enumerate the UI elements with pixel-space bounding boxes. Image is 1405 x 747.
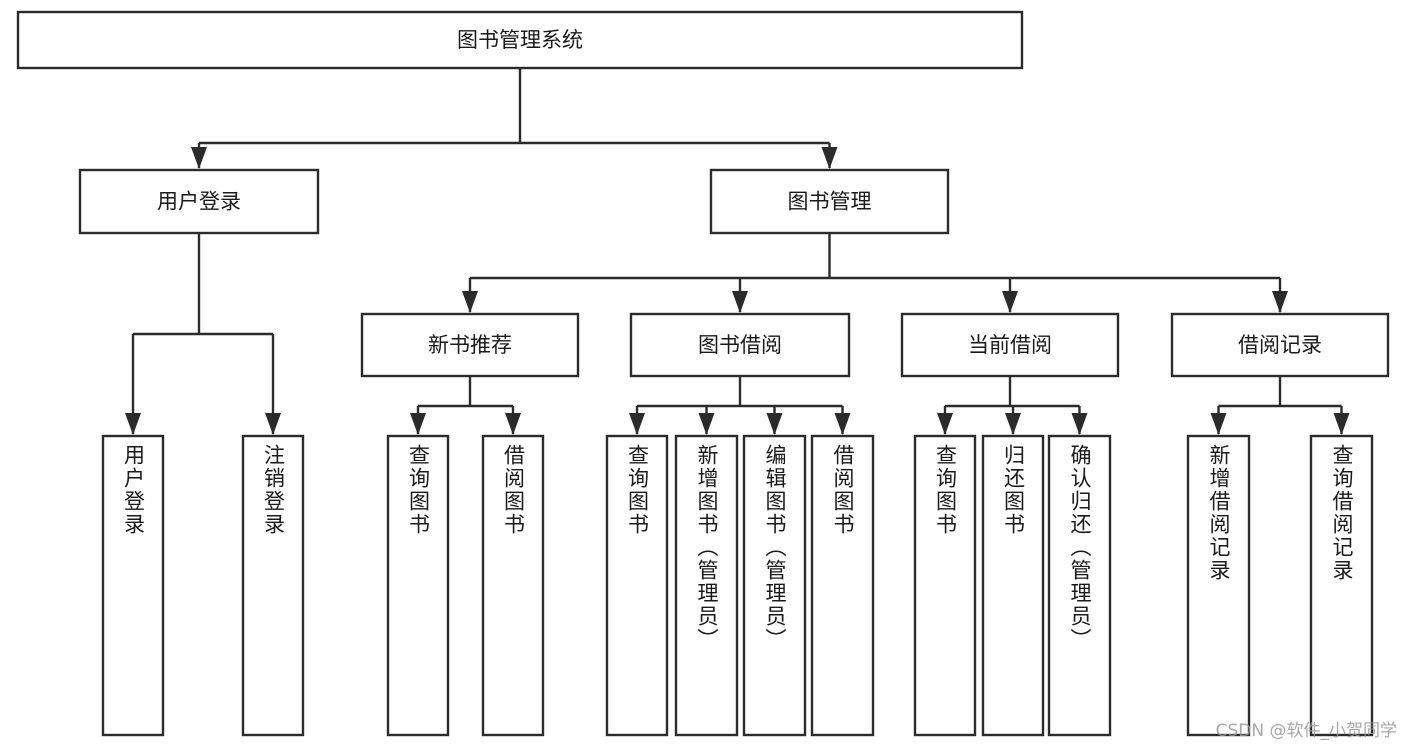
node-box-leaf-11[interactable]: [1186, 434, 1251, 737]
node-box-level3-2[interactable]: [900, 312, 1120, 378]
node-box-level3-1[interactable]: [629, 312, 851, 378]
node-box-leaf-2[interactable]: [386, 434, 450, 737]
node-box-leaf-0[interactable]: [101, 434, 165, 737]
node-boxes: [16, 10, 1390, 737]
node-box-leaf-8[interactable]: [913, 434, 977, 737]
node-label-level2-1: 图书管理: [788, 190, 872, 214]
node-label-level3-0: 新书推荐: [428, 333, 512, 357]
node-box-leaf-4[interactable]: [605, 434, 669, 737]
node-box-leaf-6[interactable]: [742, 434, 807, 737]
node-box-leaf-12[interactable]: [1309, 434, 1374, 737]
node-box-leaf-3[interactable]: [481, 434, 545, 737]
node-box-leaf-1[interactable]: [241, 434, 305, 737]
node-label-level3-3: 借阅记录: [1238, 333, 1322, 357]
node-box-root[interactable]: [16, 10, 1024, 70]
node-label-level3-1: 图书借阅: [698, 333, 782, 357]
node-box-leaf-5[interactable]: [674, 434, 739, 737]
node-box-level2-1[interactable]: [709, 168, 950, 235]
node-box-level2-0[interactable]: [78, 168, 320, 235]
node-box-leaf-9[interactable]: [981, 434, 1045, 737]
node-box-leaf-10[interactable]: [1047, 434, 1112, 737]
node-label-level3-2: 当前借阅: [968, 333, 1052, 357]
watermark-text: CSDN @软件_小贺同学: [1215, 721, 1397, 741]
node-box-level3-0[interactable]: [360, 312, 580, 378]
node-label-level2-0: 用户登录: [157, 190, 241, 214]
node-box-level3-3[interactable]: [1170, 312, 1390, 378]
node-label-root: 图书管理系统: [457, 28, 583, 52]
connector-lines: [125, 68, 1350, 435]
node-box-leaf-7[interactable]: [810, 434, 875, 737]
